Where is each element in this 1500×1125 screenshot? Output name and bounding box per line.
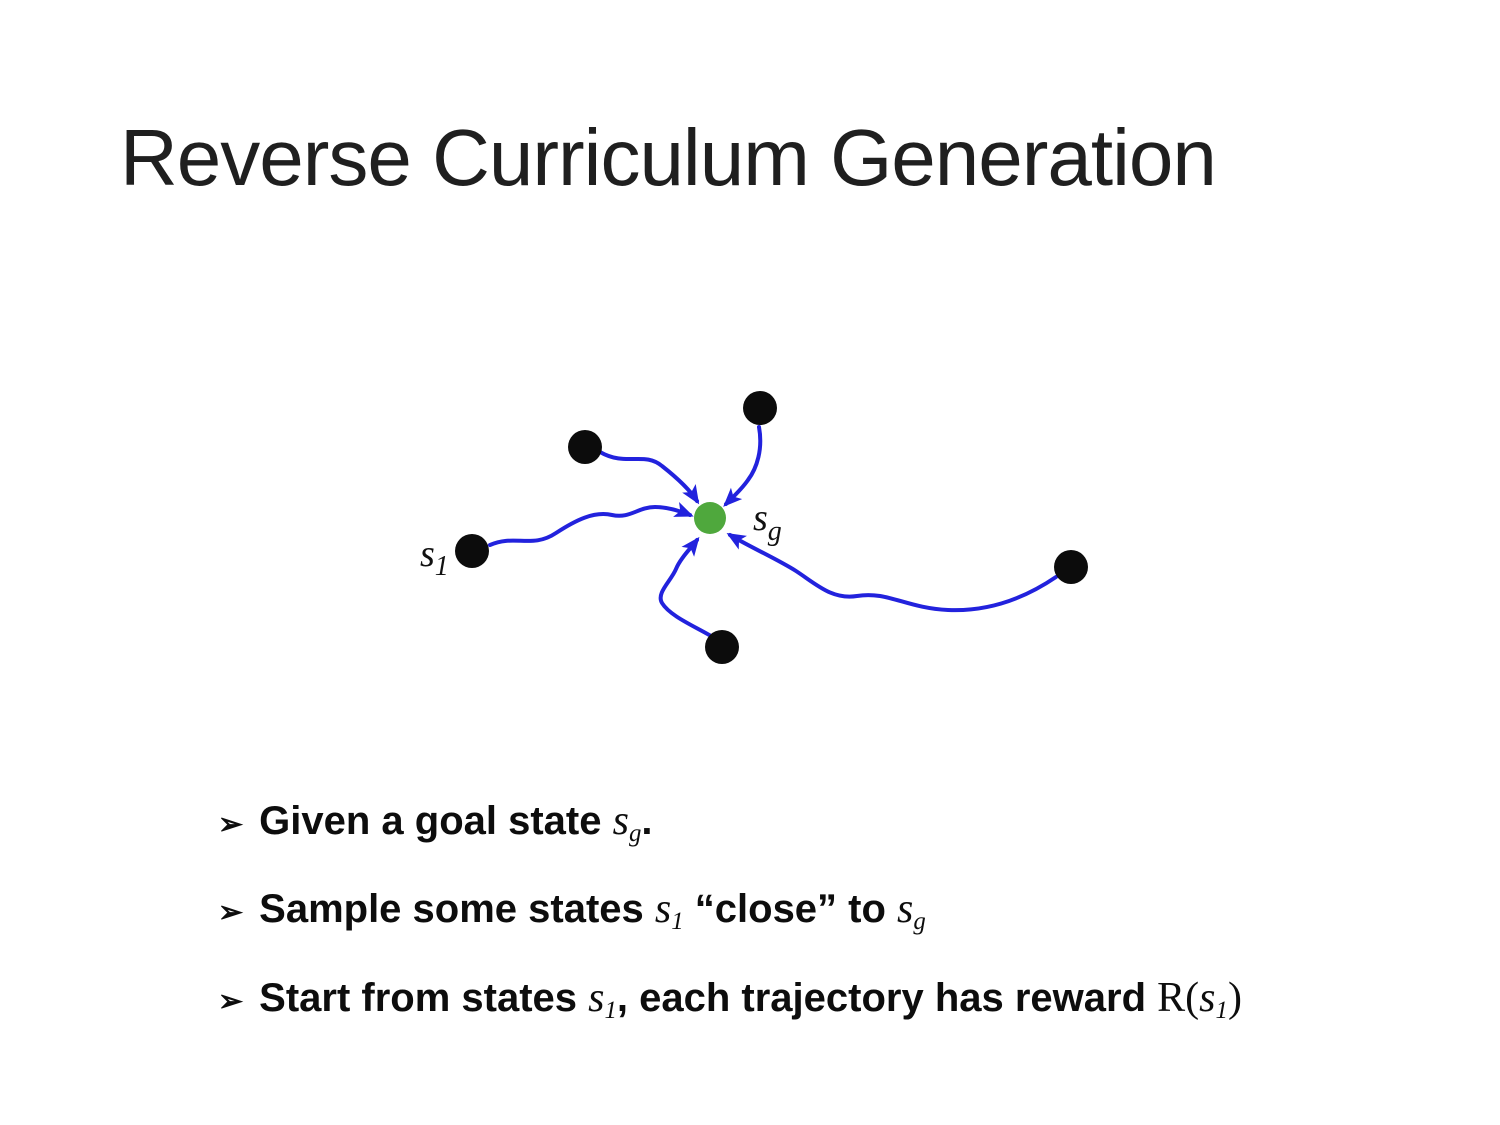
bullet-text: Start from states s1, each trajectory ha…: [259, 973, 1242, 1023]
bullet-text-segment: Sample some states: [259, 887, 655, 932]
math-subscript: 1: [1215, 996, 1228, 1024]
bullet-text-segment: Start from states: [259, 975, 589, 1020]
trajectory-from-top: [723, 425, 763, 507]
bullet-item-goal-state: ➢ Given a goal state sg.: [218, 796, 1242, 846]
state-node: [568, 430, 602, 464]
math-function-R: R: [1157, 974, 1186, 1021]
state-node: [1054, 550, 1088, 584]
bullet-text-segment: “close” to: [683, 887, 898, 932]
bullet-text-segment: , each trajectory has reward: [616, 975, 1158, 1020]
bullet-arrow-icon: ➢: [218, 984, 244, 1018]
math-subscript: g: [628, 819, 642, 847]
state-node-s1: [455, 534, 489, 568]
bullet-arrow-icon: ➢: [218, 808, 244, 841]
slide-title: Reverse Curriculum Generation: [120, 113, 1217, 202]
math-subscript: 1: [604, 996, 617, 1024]
bullet-arrow-icon: ➢: [218, 896, 244, 930]
start-state-label: s1: [420, 533, 449, 582]
trajectory-from-bottom: [658, 536, 713, 638]
math-var: s: [588, 974, 605, 1021]
bullet-text-segment: .: [641, 799, 653, 843]
bullet-text-segment: Given a goal state: [259, 799, 613, 843]
trajectory-from-right: [726, 532, 1058, 613]
math-var: s: [612, 798, 629, 844]
goal-state-label: sg: [753, 497, 782, 547]
bullet-text: Sample some states s1 “close” to sg: [259, 884, 926, 934]
math-subscript: 1: [671, 908, 684, 936]
math-var: s: [654, 886, 672, 933]
math-var: s: [1199, 974, 1216, 1021]
bullet-text: Given a goal state sg.: [259, 796, 652, 846]
math-paren-open: (: [1185, 974, 1200, 1021]
math-subscript: g: [913, 908, 926, 936]
bullet-item-trajectory-reward: ➢ Start from states s1, each trajectory …: [218, 973, 1242, 1023]
bullet-list: ➢ Given a goal state sg. ➢ Sample some s…: [218, 796, 1242, 1061]
state-node: [705, 630, 739, 664]
state-node: [743, 391, 777, 425]
math-paren-close: ): [1227, 974, 1242, 1021]
trajectory-from-s1: [488, 502, 694, 547]
trajectory-from-top-left: [598, 450, 700, 505]
goal-node: [694, 502, 726, 534]
bullet-item-sample-states: ➢ Sample some states s1 “close” to sg: [218, 884, 1242, 934]
math-var: s: [897, 886, 914, 933]
